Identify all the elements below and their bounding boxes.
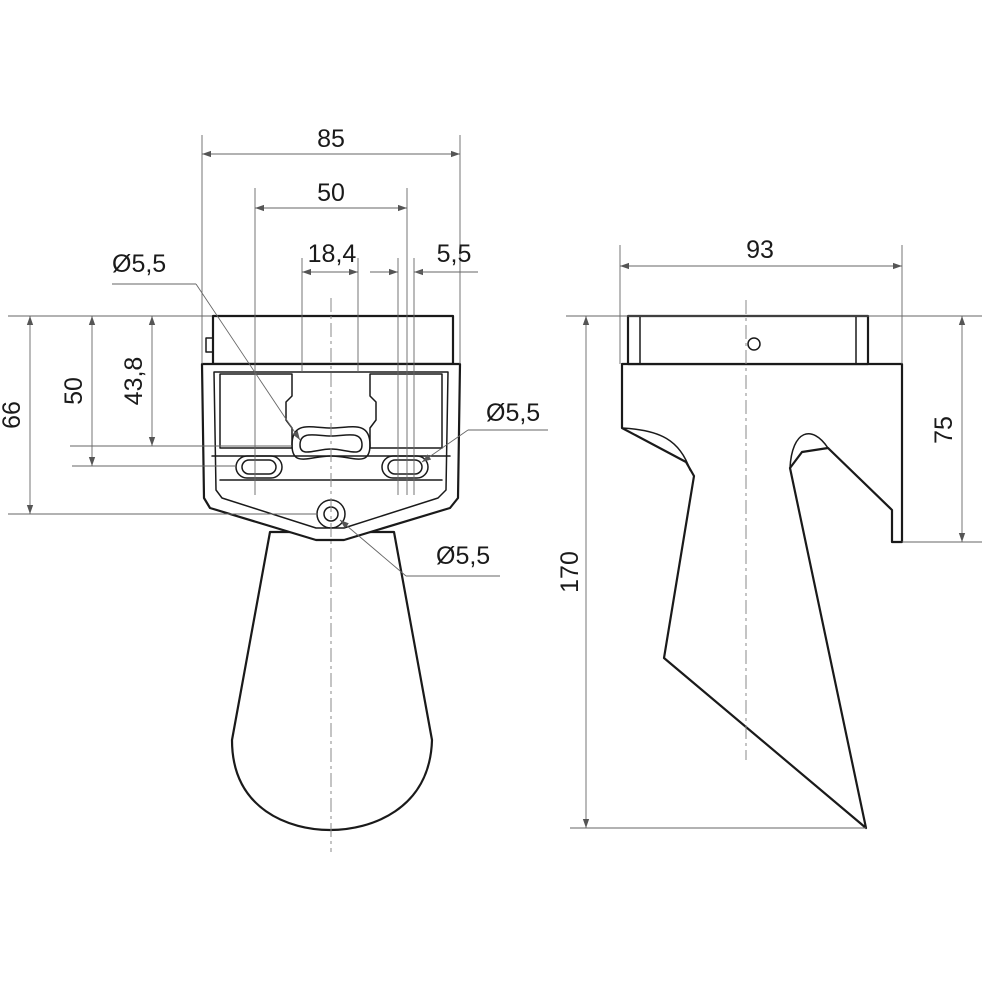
front-view	[200, 298, 462, 852]
side-top-cap	[626, 314, 870, 366]
dim-hole-bottom: Ø5,5	[436, 542, 490, 570]
dim-75: 75	[930, 416, 958, 444]
top-cap-tab	[205, 337, 214, 353]
side-dimensions: 93 170 75	[556, 236, 982, 829]
front-dimensions: 85 50 18,4 5,5 66 50 43,8 Ø5,5 Ø5,	[0, 125, 548, 577]
side-pin-icon	[747, 337, 761, 351]
dim-85: 85	[317, 125, 345, 153]
slot-left	[235, 455, 283, 479]
window-left	[219, 373, 293, 449]
side-horn	[620, 362, 904, 830]
horn-body	[230, 530, 434, 832]
dim-43-8: 43,8	[120, 357, 148, 406]
dim-93: 93	[746, 236, 774, 264]
center-slot	[291, 426, 371, 460]
side-view	[620, 300, 904, 830]
dim-66: 66	[0, 401, 26, 429]
dim-hole-top: Ø5,5	[112, 250, 166, 278]
dim-50-vertical: 50	[60, 377, 88, 405]
dim-50-horizontal: 50	[317, 179, 345, 207]
dim-5-5: 5,5	[437, 240, 472, 268]
dim-170: 170	[556, 551, 584, 593]
window-right	[369, 373, 443, 449]
slot-right	[381, 455, 429, 479]
top-cap	[211, 314, 455, 366]
dim-18-4: 18,4	[308, 240, 357, 268]
dim-hole-right: Ø5,5	[486, 399, 540, 427]
